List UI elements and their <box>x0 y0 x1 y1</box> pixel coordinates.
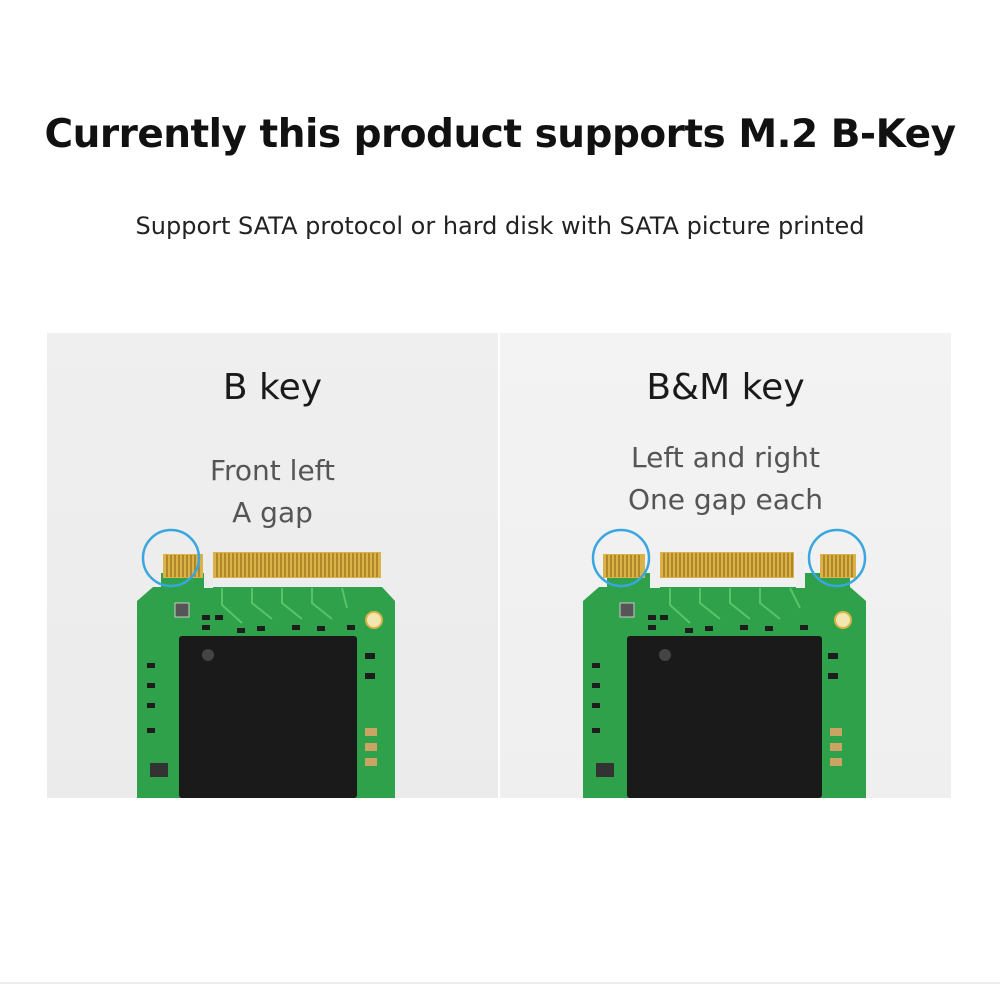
b-key-m2-card <box>137 552 395 798</box>
bm-key-flash-chip <box>627 636 822 798</box>
bm-key-desc-line-2: One gap each <box>627 483 824 516</box>
b-key-main-pins <box>213 552 381 578</box>
b-key-title: B key <box>222 367 323 408</box>
bm-key-right-pins <box>820 554 856 578</box>
bm-key-m2-card <box>583 552 866 798</box>
page-subtitle: Support SATA protocol or hard disk with … <box>135 212 865 240</box>
b-key-m2-card-image <box>137 528 395 798</box>
b-key-desc-line-1: Front left <box>209 454 336 487</box>
b-key-description: Front left A gap <box>47 450 498 534</box>
bm-key-left-pins <box>603 554 645 578</box>
bm-key-main-pins <box>660 552 794 578</box>
bottom-divider <box>0 982 1000 984</box>
b-key-desc-line-2: A gap <box>232 496 313 529</box>
b-key-panel: B key Front left A gap <box>47 333 498 798</box>
b-key-left-pins <box>163 554 203 578</box>
page-headline: Currently this product supports M.2 B-Ke… <box>44 112 956 157</box>
bm-key-description: Left and right One gap each <box>500 437 951 521</box>
bm-key-left-gap-highlight-ring <box>591 528 651 588</box>
bm-key-title: B&M key <box>646 367 805 408</box>
bm-key-right-gap-highlight-ring <box>807 528 867 588</box>
bm-key-desc-line-1: Left and right <box>631 441 820 474</box>
b-key-flash-chip <box>179 636 357 798</box>
bm-key-m2-card-image <box>583 528 867 798</box>
bm-key-panel: B&M key Left and right One gap each <box>500 333 951 798</box>
b-key-gap-highlight-ring <box>141 528 201 588</box>
